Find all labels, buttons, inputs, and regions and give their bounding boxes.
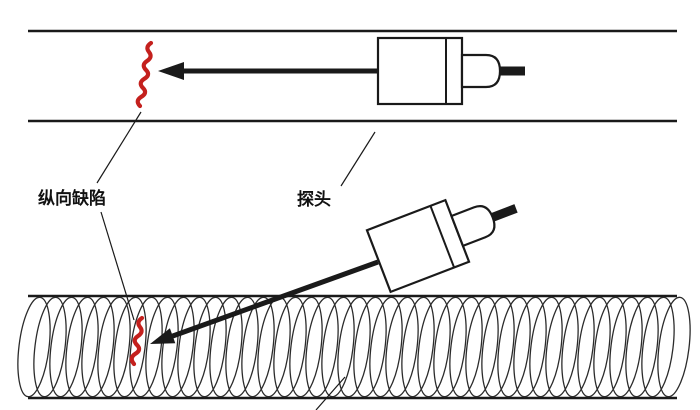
coil-turn <box>529 296 563 398</box>
coil-turn <box>17 296 51 398</box>
coil-turn <box>49 296 83 398</box>
leader-weld-cutoff <box>315 376 346 410</box>
coil-turn <box>241 296 275 398</box>
coil-turn <box>561 296 595 398</box>
coil-turn <box>465 296 499 398</box>
coil-turn <box>225 296 259 398</box>
coil-turn <box>593 296 627 398</box>
leader-defect-bottom <box>100 211 135 321</box>
beam-arrowhead <box>158 62 184 80</box>
longitudinal-defect-top <box>135 40 154 109</box>
beam-arrow-top <box>158 62 382 80</box>
leader-probe <box>340 131 376 187</box>
coil-turn <box>113 296 147 398</box>
coil-turn <box>65 296 99 398</box>
beam-arrowhead <box>150 328 176 344</box>
coil-turn <box>657 296 691 398</box>
coil-turn <box>385 296 419 398</box>
coil-turn <box>401 296 435 398</box>
coil-turn <box>641 296 675 398</box>
straight-pipe <box>28 29 677 123</box>
coil-turn <box>545 296 579 398</box>
probe-bottom <box>365 198 518 294</box>
coil-turn <box>577 296 611 398</box>
coil-turn <box>449 296 483 398</box>
coil-turn <box>177 296 211 398</box>
coil-turn <box>97 296 131 398</box>
beam-line <box>169 259 379 340</box>
leader-defect-top <box>96 111 142 184</box>
coil-turn <box>289 296 323 398</box>
coil-turn <box>161 296 195 398</box>
coil-turn <box>481 296 515 398</box>
coil-turn <box>369 296 403 398</box>
spiral-pipe <box>17 294 691 400</box>
longitudinal-defect-bottom <box>129 315 145 367</box>
coil-turn <box>353 296 387 398</box>
coil-turn <box>433 296 467 398</box>
coil-turn <box>513 296 547 398</box>
coil-turn <box>609 296 643 398</box>
label-longitudinal-defect: 纵向缺陷 <box>38 188 106 208</box>
coil-turn <box>625 296 659 398</box>
probe-connector <box>460 53 502 89</box>
beam-arrow-bottom <box>150 259 379 344</box>
coil-turn <box>81 296 115 398</box>
coil-turn <box>497 296 531 398</box>
coil-turn <box>145 296 179 398</box>
label-probe: 探头 <box>297 189 331 209</box>
probe-housing <box>376 36 464 106</box>
coil-turn <box>273 296 307 398</box>
coil-turn <box>33 296 67 398</box>
coil-turn <box>305 296 339 398</box>
probe-cable <box>491 204 518 222</box>
probe-housing <box>365 198 471 294</box>
coil-turn <box>257 296 291 398</box>
coil-turns <box>17 296 691 398</box>
probe-divider <box>429 205 456 268</box>
coil-turn <box>129 296 163 398</box>
probe-top <box>376 36 525 106</box>
coil-turn <box>417 296 451 398</box>
coil-turn <box>193 296 227 398</box>
coil-turn <box>321 296 355 398</box>
coil-turn <box>337 296 371 398</box>
probe-connector <box>450 205 496 248</box>
coil-turn <box>209 296 243 398</box>
